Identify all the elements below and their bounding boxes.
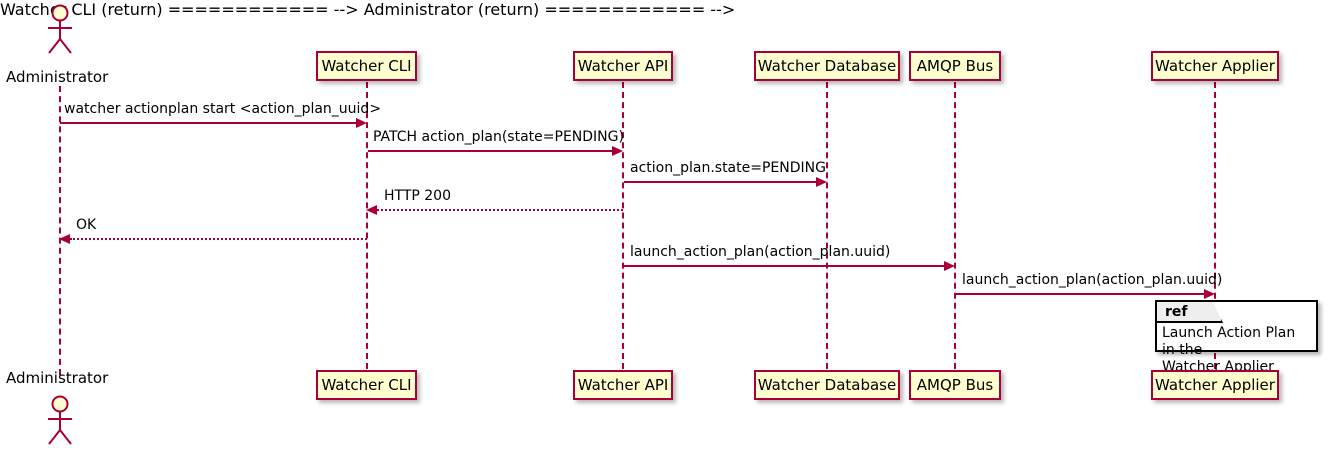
message-arrowhead-m2 — [612, 146, 623, 156]
participant-label: Watcher API — [577, 376, 669, 394]
participant-label: AMQP Bus — [916, 57, 994, 75]
message-arrowhead-m5 — [59, 234, 70, 244]
ref-fragment-kind-label: ref — [1165, 303, 1188, 320]
participant-label: Watcher Applier — [1155, 57, 1275, 75]
participant-label: Watcher CLI — [321, 57, 412, 75]
participant-amqp-bus-bottom[interactable]: AMQP Bus — [909, 370, 1001, 400]
message-line-m2 — [368, 150, 613, 152]
actor-administrator-top — [48, 4, 72, 54]
participant-watcher-api-top[interactable]: Watcher API — [573, 51, 673, 81]
participant-watcher-cli-top[interactable]: Watcher CLI — [316, 51, 417, 81]
participant-watcher-applier-bottom[interactable]: Watcher Applier — [1151, 370, 1279, 400]
message-label-m2: PATCH action_plan(state=PENDING) — [373, 129, 624, 145]
message-line-m1 — [60, 122, 357, 124]
ref-fragment-tab: ref — [1157, 302, 1223, 323]
message-label-m5: OK — [76, 217, 97, 233]
participant-amqp-bus-top[interactable]: AMQP Bus — [909, 51, 1001, 81]
participant-watcher-database-bottom[interactable]: Watcher Database — [754, 370, 900, 400]
actor-label-administrator-top: Administrator — [6, 68, 109, 86]
lifeline-watcher-database — [826, 82, 828, 369]
lifeline-watcher-api — [622, 82, 624, 369]
ref-fragment-launch-action-plan[interactable]: ref Launch Action Plan in the Watcher Ap… — [1155, 300, 1318, 375]
participant-label: Watcher Applier — [1155, 376, 1275, 394]
participant-label: Watcher API — [577, 57, 669, 75]
participant-watcher-api-bottom[interactable]: Watcher API — [573, 370, 673, 400]
message-line-m7 — [956, 293, 1205, 295]
message-label-m4: HTTP 200 — [384, 188, 451, 204]
message-arrowhead-m1 — [356, 118, 367, 128]
message-label-m3: action_plan.state=PENDING — [630, 160, 826, 176]
message-line-m6 — [624, 265, 945, 267]
message-line-m3 — [624, 181, 817, 183]
lifeline-watcher-applier — [1214, 82, 1216, 369]
message-line-m4 — [377, 209, 623, 211]
lifeline-amqp-bus — [954, 82, 956, 369]
message-arrowhead-m3 — [816, 177, 827, 187]
lifeline-watcher-cli — [366, 82, 368, 369]
participant-label: Watcher Database — [757, 376, 897, 394]
participant-label: Watcher CLI — [321, 376, 412, 394]
participant-label: Watcher Database — [757, 57, 897, 75]
actor-label-administrator-bottom: Administrator — [6, 369, 109, 387]
message-label-m7: launch_action_plan(action_plan.uuid) — [962, 272, 1223, 288]
message-arrowhead-m7 — [1204, 289, 1215, 299]
participant-label: AMQP Bus — [916, 376, 994, 394]
ref-fragment-body-line-1: Launch Action Plan in the — [1162, 325, 1296, 358]
participant-watcher-applier-top[interactable]: Watcher Applier — [1151, 51, 1279, 81]
ref-fragment-body: Launch Action Plan in the Watcher Applie… — [1162, 325, 1312, 376]
message-label-m6: launch_action_plan(action_plan.uuid) — [630, 244, 891, 260]
lifeline-administrator — [59, 86, 61, 375]
message-arrowhead-m4 — [366, 205, 377, 215]
message-label-m1: watcher actionplan start <action_plan_uu… — [64, 101, 382, 117]
message-line-m5 — [70, 238, 367, 240]
message-arrowhead-m6 — [944, 261, 955, 271]
participant-watcher-cli-bottom[interactable]: Watcher CLI — [316, 370, 417, 400]
actor-administrator-bottom — [48, 395, 72, 445]
participant-watcher-database-top[interactable]: Watcher Database — [754, 51, 900, 81]
